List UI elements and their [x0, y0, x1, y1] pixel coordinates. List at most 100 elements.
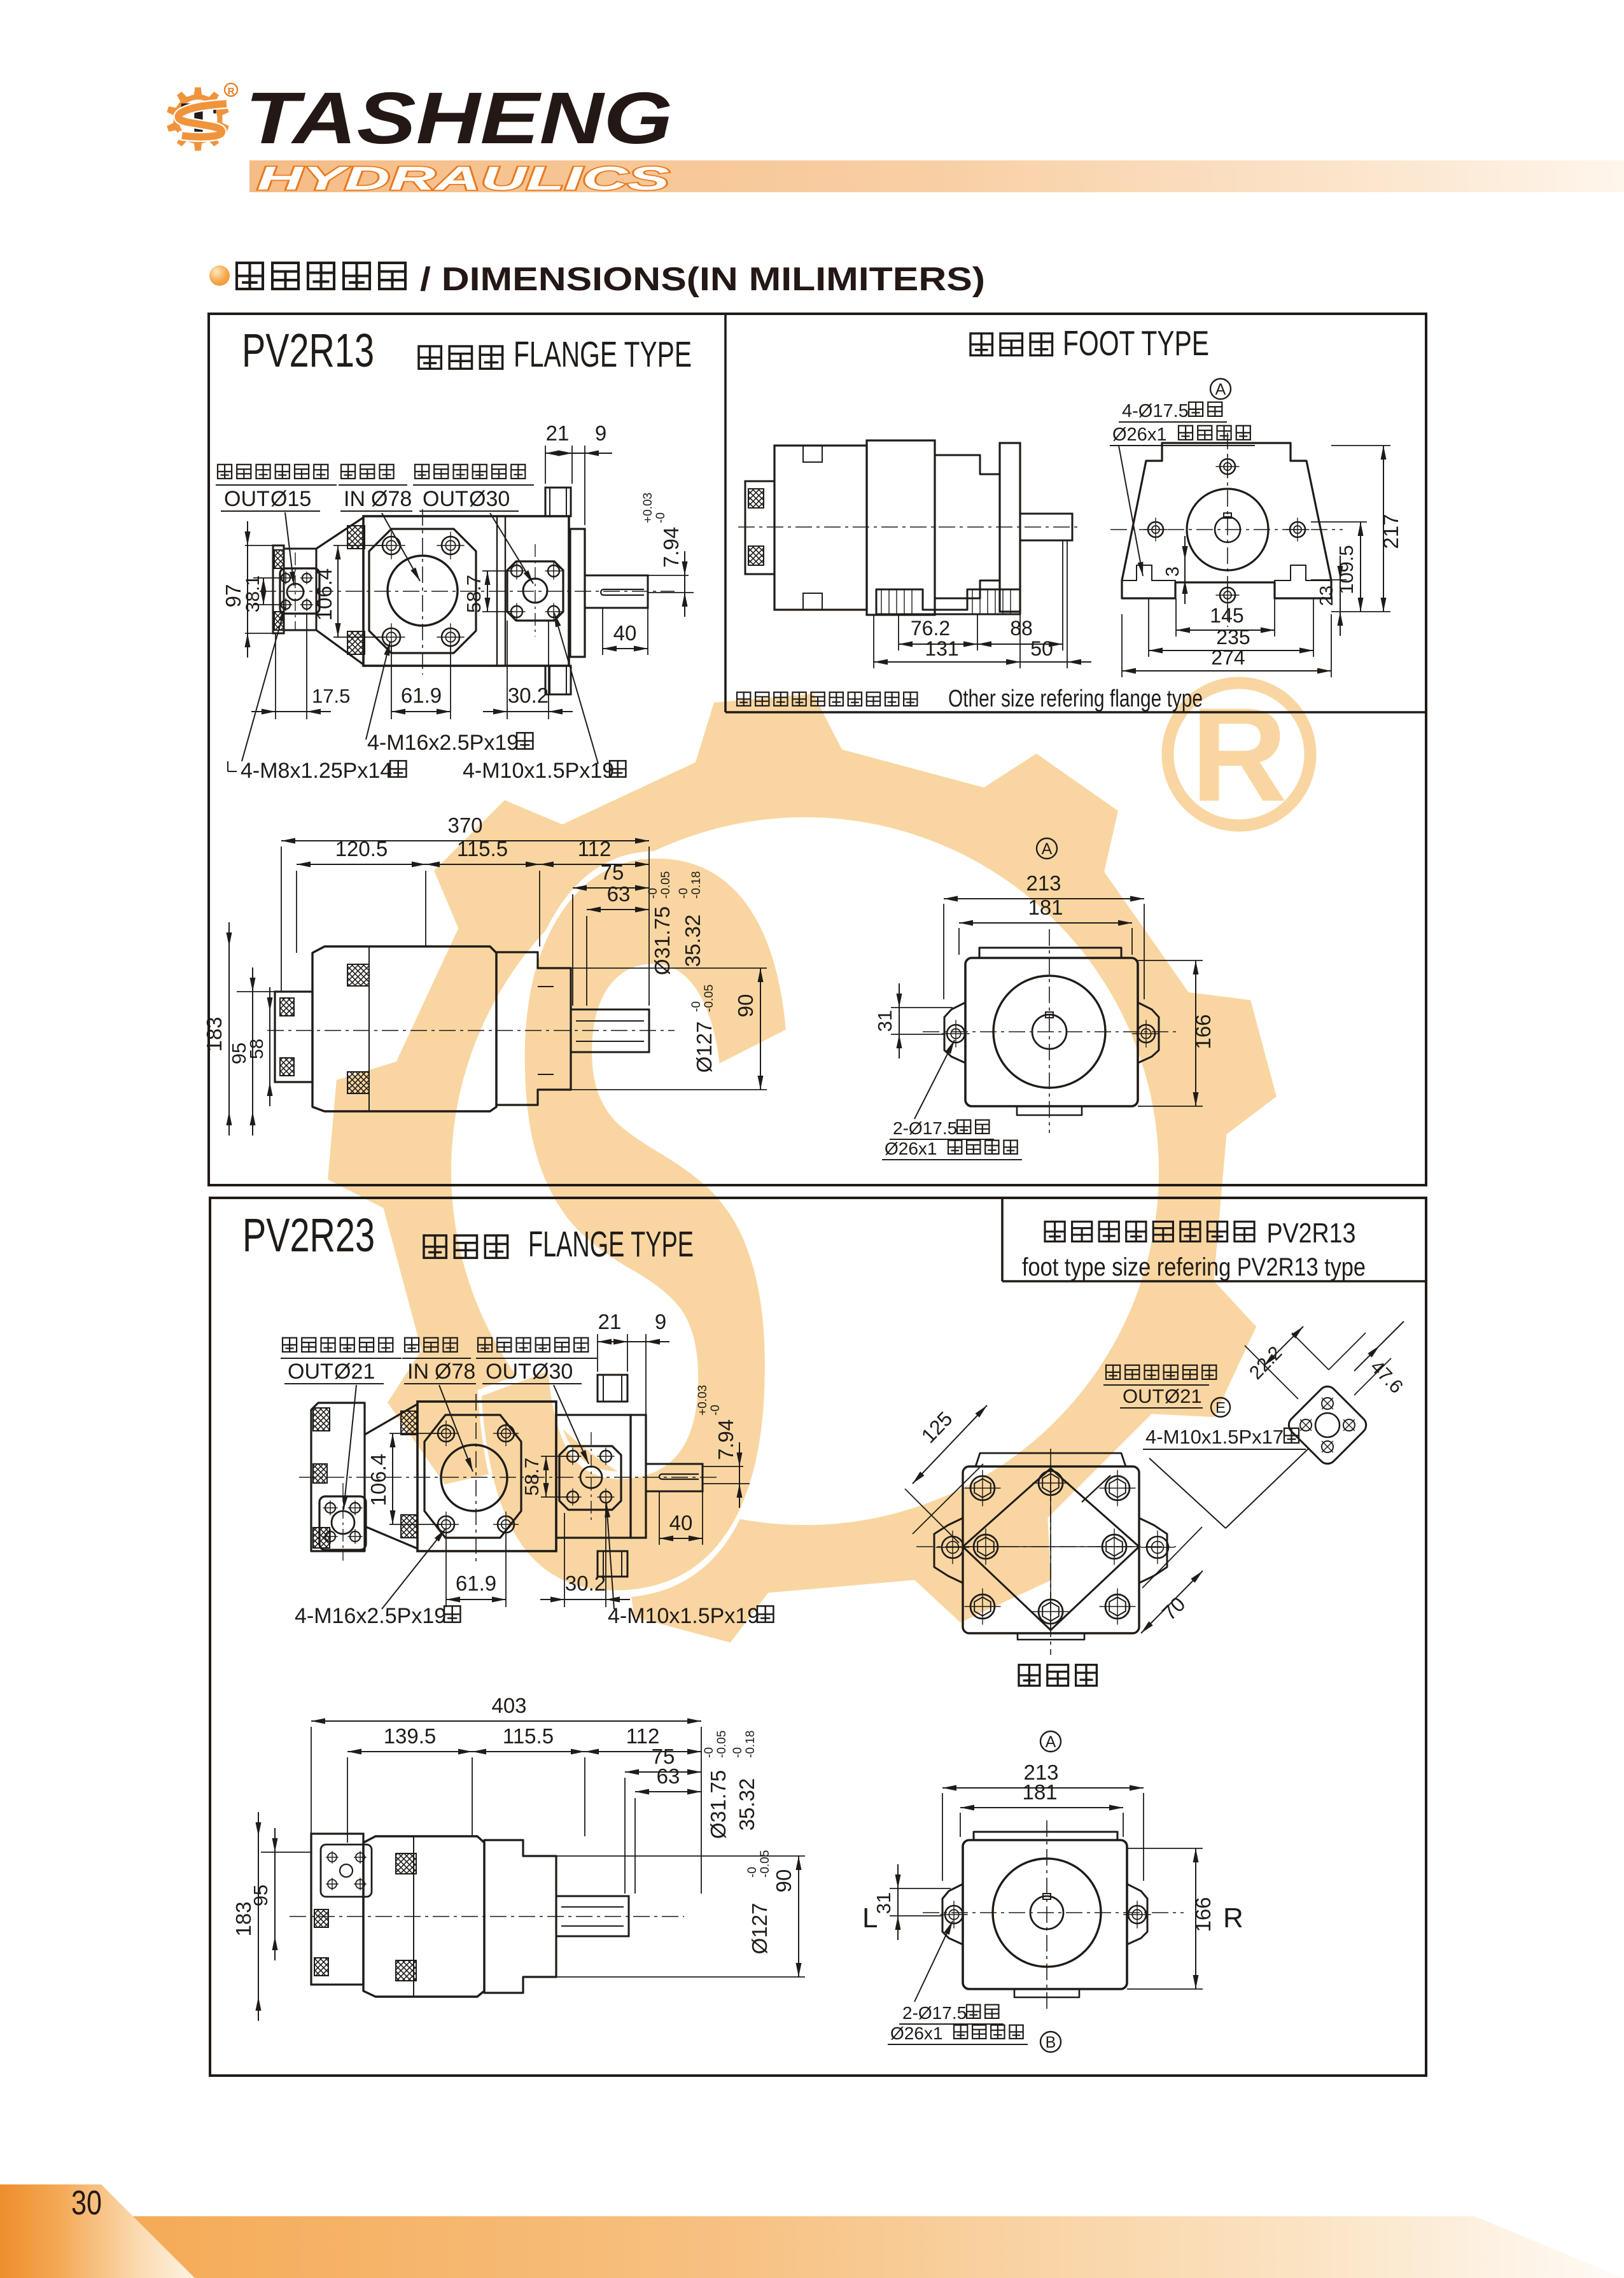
svg-text:30.2: 30.2 — [508, 684, 549, 707]
svg-text:PV2R13: PV2R13 — [1267, 1218, 1356, 1249]
svg-text:61.9: 61.9 — [401, 684, 442, 707]
svg-text:Ø21: Ø21 — [334, 1360, 375, 1384]
svg-text:166: 166 — [1191, 1014, 1215, 1049]
svg-text:370: 370 — [447, 813, 482, 837]
svg-text:115.5: 115.5 — [503, 1724, 554, 1748]
svg-text:Ø78: Ø78 — [371, 487, 412, 511]
svg-text:213: 213 — [1026, 871, 1061, 895]
svg-text:FLANGE TYPE: FLANGE TYPE — [514, 334, 692, 375]
svg-text:115.5: 115.5 — [457, 837, 508, 861]
svg-text:B: B — [1046, 2034, 1056, 2051]
svg-text:35.32: 35.32 — [681, 915, 704, 967]
svg-text:OUT: OUT — [486, 1360, 531, 1384]
svg-text:OUT: OUT — [288, 1360, 333, 1384]
svg-text:31: 31 — [872, 1892, 895, 1914]
svg-text:TASHENG: TASHENG — [245, 78, 673, 159]
svg-text:IN: IN — [407, 1360, 429, 1384]
svg-text:-0.18: -0.18 — [690, 871, 703, 899]
svg-text:30: 30 — [71, 2184, 102, 2222]
svg-text:183: 183 — [202, 1016, 226, 1051]
svg-text:-0.18: -0.18 — [744, 1731, 757, 1758]
svg-text:-0: -0 — [677, 888, 690, 899]
svg-text:+0.03: +0.03 — [696, 1385, 710, 1416]
svg-text:183: 183 — [232, 1901, 255, 1936]
svg-text:2-Ø17.5: 2-Ø17.5 — [902, 2003, 967, 2023]
svg-text:PV2R13: PV2R13 — [242, 324, 374, 377]
svg-text:139.5: 139.5 — [384, 1724, 437, 1748]
svg-text:58.7: 58.7 — [463, 575, 485, 613]
svg-text:4-M16x2.5Px19: 4-M16x2.5Px19 — [367, 731, 519, 755]
svg-text:Ø127: Ø127 — [692, 1022, 716, 1073]
svg-text:R: R — [1191, 680, 1287, 829]
svg-text:4-M8x1.25Px14: 4-M8x1.25Px14 — [241, 759, 392, 783]
svg-text:35.32: 35.32 — [735, 1778, 759, 1831]
svg-text:Ø78: Ø78 — [435, 1360, 475, 1384]
svg-text:PV2R23: PV2R23 — [242, 1209, 375, 1262]
svg-text:61.9: 61.9 — [456, 1571, 496, 1595]
svg-text:-0: -0 — [731, 1747, 745, 1758]
svg-text:-0: -0 — [654, 512, 668, 523]
svg-text:17.5: 17.5 — [312, 685, 350, 707]
svg-text:7.94: 7.94 — [714, 1419, 738, 1460]
svg-text:213: 213 — [1023, 1761, 1058, 1784]
svg-text:/ DIMENSIONS(IN MILIMITERS): / DIMENSIONS(IN MILIMITERS) — [420, 261, 985, 298]
svg-text:FLANGE TYPE: FLANGE TYPE — [528, 1224, 694, 1265]
svg-text:Ø31.75: Ø31.75 — [706, 1770, 730, 1839]
svg-text:Ø21: Ø21 — [1165, 1385, 1202, 1407]
svg-text:112: 112 — [578, 837, 612, 861]
svg-text:58: 58 — [247, 1039, 267, 1059]
svg-text:95: 95 — [249, 1885, 272, 1906]
svg-text:40: 40 — [669, 1511, 693, 1535]
svg-text:4-M10x1.5Px17: 4-M10x1.5Px17 — [1145, 1426, 1284, 1448]
svg-text:OUT: OUT — [423, 487, 468, 511]
svg-text:Other size refering flange typ: Other size refering flange type — [948, 686, 1203, 712]
svg-text:-0: -0 — [690, 1001, 703, 1012]
svg-text:75: 75 — [601, 861, 624, 884]
svg-text:58.7: 58.7 — [521, 1458, 543, 1496]
svg-text:-0: -0 — [647, 888, 660, 899]
svg-text:106.4: 106.4 — [367, 1454, 390, 1507]
svg-text:38.1: 38.1 — [242, 575, 263, 612]
svg-text:90: 90 — [772, 1869, 795, 1893]
svg-text:-0: -0 — [703, 1747, 716, 1758]
svg-text:Ø30: Ø30 — [469, 487, 510, 511]
svg-text:166: 166 — [1191, 1897, 1215, 1932]
svg-text:95: 95 — [228, 1043, 250, 1064]
svg-text:A: A — [1215, 381, 1226, 398]
svg-text:63: 63 — [607, 882, 631, 906]
svg-text:A: A — [1046, 1733, 1056, 1751]
svg-text:21: 21 — [546, 421, 570, 445]
svg-text:2-Ø17.5: 2-Ø17.5 — [893, 1118, 957, 1138]
svg-text:21: 21 — [598, 1310, 622, 1333]
svg-text:145: 145 — [1210, 604, 1243, 627]
svg-text:OUT: OUT — [1123, 1385, 1165, 1407]
svg-text:IN: IN — [344, 487, 365, 511]
svg-text:7.94: 7.94 — [659, 527, 683, 568]
svg-text:S: S — [476, 645, 794, 1800]
svg-text:75: 75 — [652, 1745, 675, 1768]
svg-text:-0.05: -0.05 — [759, 1850, 772, 1878]
svg-text:63: 63 — [657, 1764, 680, 1788]
svg-text:FOOT TYPE: FOOT TYPE — [1063, 323, 1209, 363]
svg-text:R: R — [1223, 1902, 1243, 1934]
svg-text:181: 181 — [1022, 1780, 1057, 1804]
svg-text:106.4: 106.4 — [312, 568, 336, 621]
svg-text:90: 90 — [734, 994, 757, 1018]
svg-text:274: 274 — [1211, 646, 1245, 669]
svg-text:120.5: 120.5 — [335, 837, 388, 861]
svg-text:A: A — [1042, 840, 1053, 858]
svg-text:+0.03: +0.03 — [641, 493, 655, 523]
svg-text:97: 97 — [221, 584, 245, 608]
svg-text:OUT: OUT — [224, 487, 270, 511]
svg-text:4-M10x1.5Px19: 4-M10x1.5Px19 — [463, 759, 614, 783]
svg-text:9: 9 — [595, 421, 606, 445]
svg-text:31: 31 — [874, 1010, 896, 1032]
svg-text:foot type size refering PV2R13: foot type size refering PV2R13 type — [1022, 1253, 1366, 1281]
svg-text:40: 40 — [613, 621, 637, 645]
svg-text:Ø26x1: Ø26x1 — [890, 2023, 943, 2043]
svg-text:30.2: 30.2 — [565, 1571, 606, 1595]
svg-text:217: 217 — [1379, 514, 1403, 549]
svg-text:HYDRAULICS: HYDRAULICS — [257, 160, 670, 197]
svg-text:Ø31.75: Ø31.75 — [650, 906, 674, 975]
svg-text:50: 50 — [1030, 637, 1053, 660]
